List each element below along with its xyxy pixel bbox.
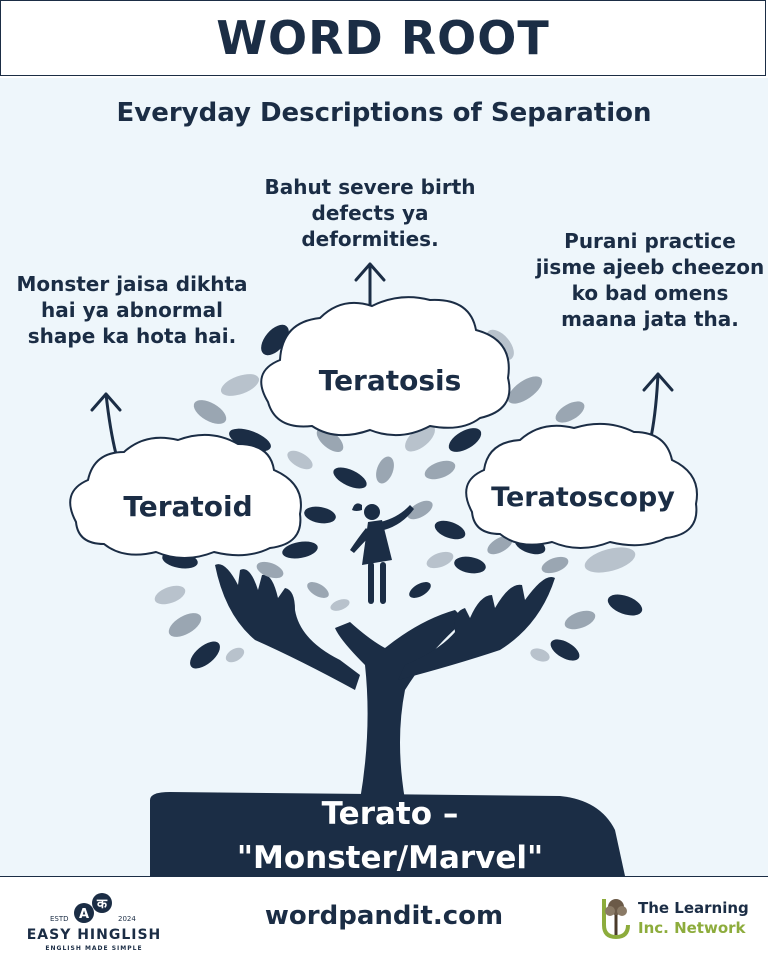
leaf [487,535,513,555]
cloud-left [69,433,302,559]
leaf [376,456,394,484]
leaf [333,467,367,489]
cloud-label-teratosis: Teratosis [318,364,462,397]
cloud-label-teratoid: Teratoid [123,490,253,523]
footer: A क ESTD 2024 EASY HINGLISH ENGLISH MADE… [0,876,768,960]
leaf [261,324,289,356]
cloud-right [465,422,698,549]
root-mound [150,792,625,876]
leaf [330,599,350,611]
right-hand [398,576,555,680]
easy-hinglish-name: EASY HINGLISH [26,927,162,943]
leaf [405,424,435,452]
leaf [229,428,271,452]
leaf [530,648,550,662]
page-title: WORD ROOT [216,11,550,65]
tree-leaves [154,324,643,669]
logo-glyph-k: क [96,897,108,912]
leaf [282,541,318,559]
description-teratoscopy: Purani practice jisme ajeeb cheezon ko b… [535,229,765,331]
leaf [154,585,186,605]
easy-hinglish-logo: A क ESTD 2024 EASY HINGLISH ENGLISH MADE… [24,883,164,957]
leaf [190,641,220,669]
left-hand [215,564,360,690]
leaf [454,556,486,574]
leaf [550,639,580,661]
leaf [168,613,202,637]
root-word-term: Terato – [321,796,459,832]
description-teratoid: Monster jaisa dikhta hai ya abnormal sha… [16,272,248,348]
leaf [564,610,596,630]
arrow-up-icon [90,392,122,456]
leaf [555,401,585,423]
leaf [307,582,329,598]
arrow-up-icon [354,262,386,308]
speech-bubble-icon: A क [74,893,112,923]
arrow-up-icon [642,372,674,444]
logo-year: 2024 [118,915,136,923]
leaf [225,647,245,663]
description-teratosis: Bahut severe birth defects ya deformitie… [264,175,476,251]
cloud-label-teratoscopy: Teratoscopy [491,482,675,513]
leaf [541,556,569,574]
leaf [448,428,482,452]
logo-estd: ESTD [50,915,69,923]
leaf [220,374,260,396]
girl-silhouette [350,503,414,604]
leaf [256,561,284,579]
subtitle: Everyday Descriptions of Separation [116,98,652,128]
cloud-center [260,296,511,437]
leaf [316,428,344,452]
root-word-meaning: "Monster/Marvel" [236,840,544,876]
leaf [584,547,636,573]
learning-inc-line1: The Learning [638,899,749,917]
tree-trunk [335,610,465,800]
leaf [607,594,643,616]
tree-logo-icon [602,899,630,940]
root-word: Terato – "Monster/Marvel" [150,792,630,880]
leaf [424,460,456,480]
easy-hinglish-tagline: ENGLISH MADE SIMPLE [45,945,143,952]
logo-glyph-a: A [79,907,89,922]
leaf [287,450,313,470]
leaf [304,506,336,524]
learning-inc-line2: Inc. Network [638,919,746,937]
leaf [193,400,227,424]
leaf [507,376,543,404]
leaf [409,582,431,598]
header-banner: WORD ROOT [0,0,766,76]
leaf [434,520,466,540]
leaf [407,500,433,520]
learning-inc-logo: The Learning Inc. Network [598,891,758,947]
site-link[interactable]: wordpandit.com [264,901,504,931]
leaf [426,551,454,569]
